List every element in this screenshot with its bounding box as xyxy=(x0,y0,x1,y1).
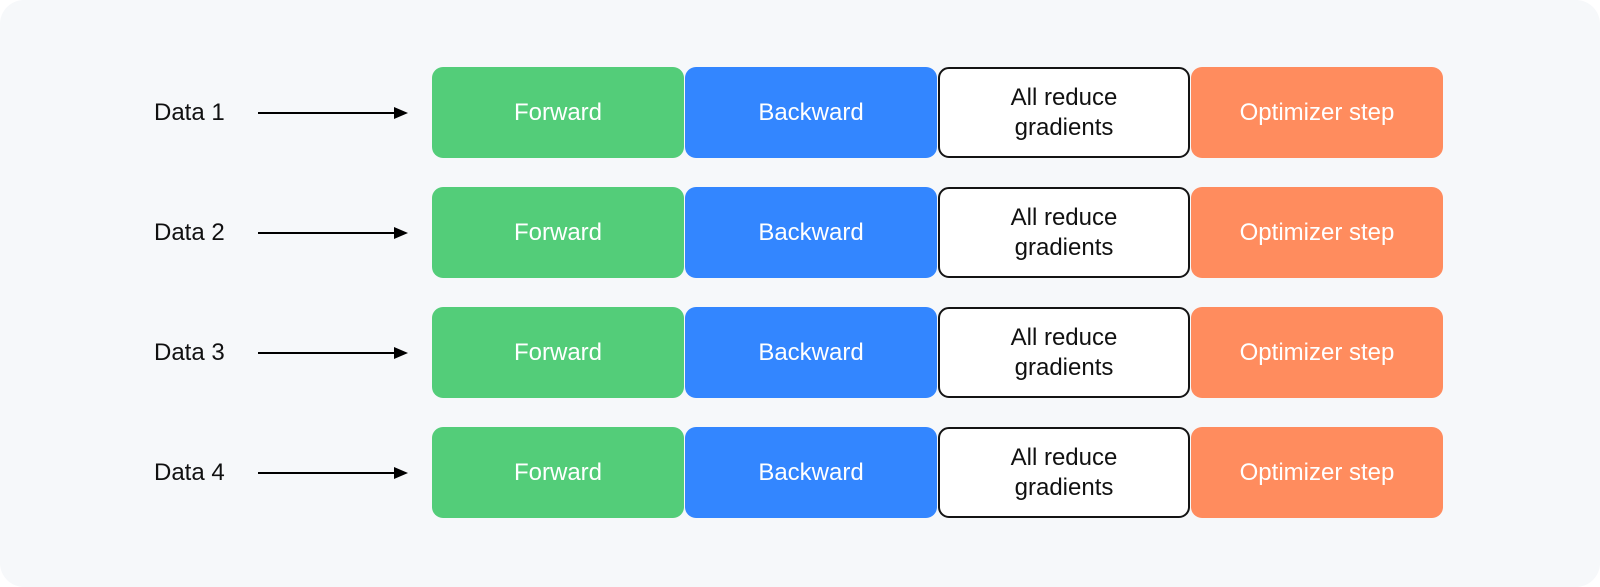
optimizer-step-block: Optimizer step xyxy=(1191,307,1443,398)
backward-block: Backward xyxy=(685,427,937,518)
arrow-right-icon xyxy=(258,347,408,359)
arrow-right-icon xyxy=(258,227,408,239)
arrow-right-icon xyxy=(258,107,408,119)
row-label: Data 2 xyxy=(154,219,225,246)
row-label: Data 3 xyxy=(154,339,225,366)
forward-block: Forward xyxy=(432,307,684,398)
backward-block: Backward xyxy=(685,67,937,158)
backward-block: Backward xyxy=(685,307,937,398)
optimizer-step-block: Optimizer step xyxy=(1191,187,1443,278)
optimizer-step-block: Optimizer step xyxy=(1191,67,1443,158)
row-label: Data 1 xyxy=(154,99,225,126)
arrow-right-icon xyxy=(258,467,408,479)
row-label: Data 4 xyxy=(154,459,225,486)
forward-block: Forward xyxy=(432,67,684,158)
backward-block: Backward xyxy=(685,187,937,278)
forward-block: Forward xyxy=(432,427,684,518)
optimizer-step-block: Optimizer step xyxy=(1191,427,1443,518)
forward-block: Forward xyxy=(432,187,684,278)
